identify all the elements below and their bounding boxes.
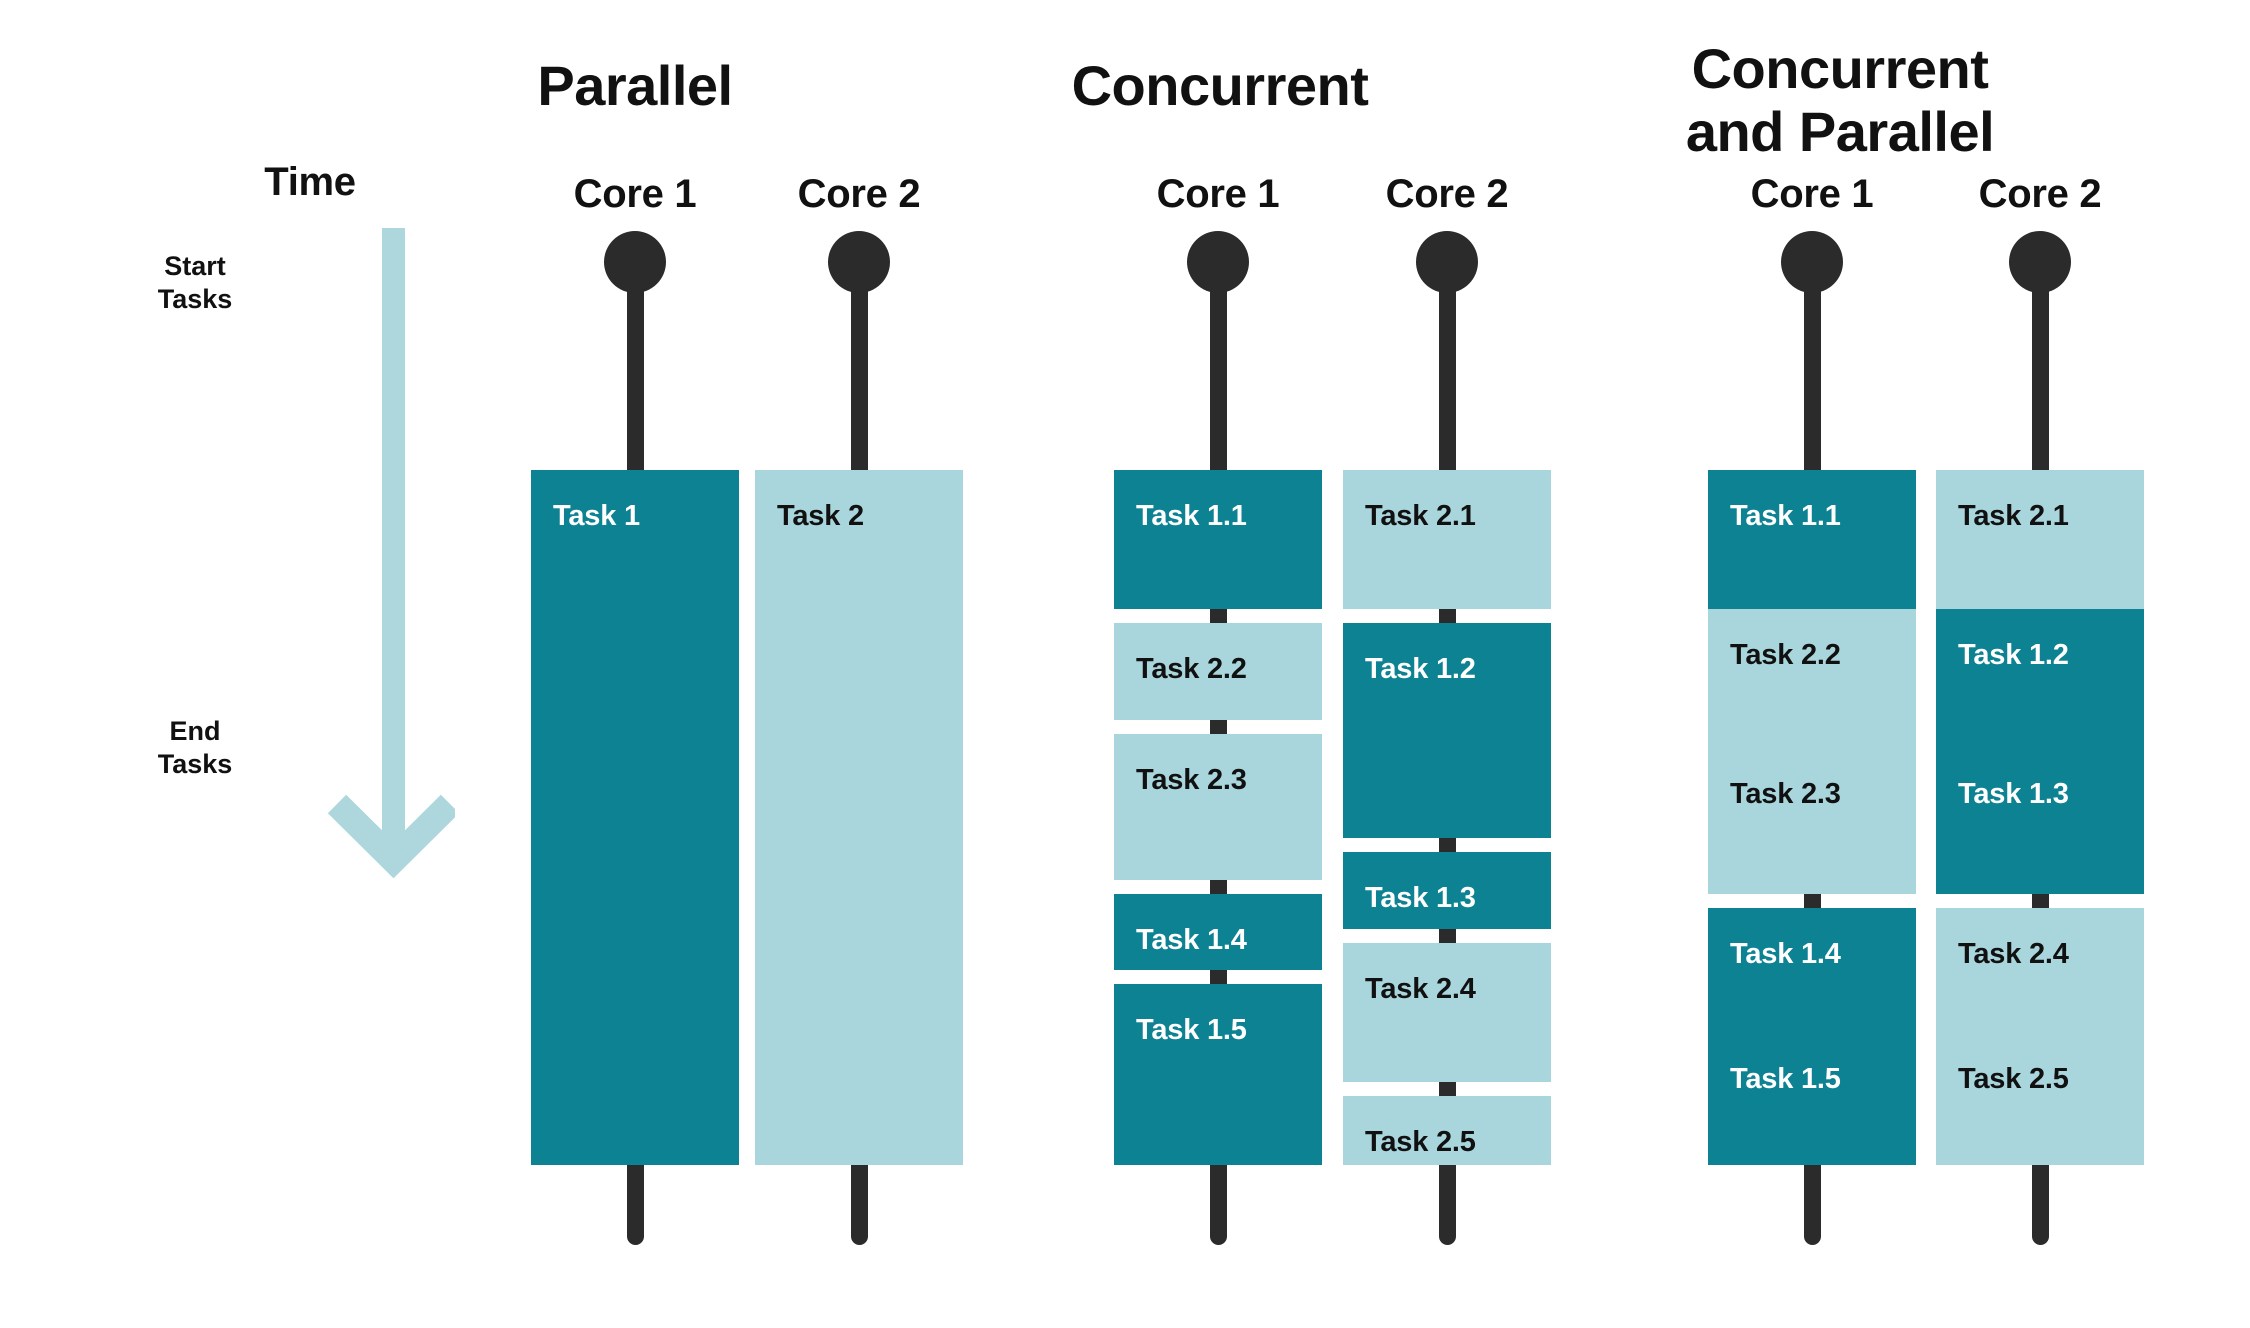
section-title-concurrent-and-parallel: Concurrent and Parallel — [1685, 37, 1995, 163]
task-block[interactable]: Task 1.1 — [1114, 470, 1322, 609]
core-node-icon — [1781, 231, 1843, 293]
core-label-concurrent-core-2: Core 2 — [1385, 172, 1509, 216]
core-node-icon — [1416, 231, 1478, 293]
core-node-icon — [2009, 231, 2071, 293]
task-block[interactable]: Task 1.3 — [1343, 852, 1551, 929]
section-title-parallel: Parallel — [537, 54, 733, 117]
task-label: Task 1.4 — [1730, 937, 1841, 970]
core-node-icon — [828, 231, 890, 293]
task-label: Task 2.5 — [1958, 1062, 2069, 1095]
task-label: Task 2.4 — [1958, 937, 2069, 970]
task-block[interactable]: Task 2 — [755, 470, 963, 1165]
task-label: Task 1.1 — [1136, 500, 1247, 532]
core-label-parallel-core-1: Core 1 — [573, 172, 697, 216]
task-label: Task 1.5 — [1730, 1062, 1841, 1095]
core-label-concurrent-core-1: Core 1 — [1156, 172, 1280, 216]
task-block[interactable]: Task 1.5 — [1114, 984, 1322, 1165]
task-block[interactable]: Task 2.5 — [1936, 1032, 2144, 1165]
task-label: Task 2 — [777, 500, 864, 532]
task-block[interactable]: Task 1 — [531, 470, 739, 1165]
end-tasks-label: End Tasks — [157, 716, 233, 779]
task-label: Task 1.2 — [1365, 652, 1476, 685]
task-label: Task 1.3 — [1365, 882, 1476, 915]
task-label: Task 1.3 — [1958, 778, 2069, 810]
task-label: Task 2.2 — [1136, 652, 1247, 685]
core-node-icon — [1187, 231, 1249, 293]
task-label: Task 1.1 — [1730, 500, 1841, 532]
task-block[interactable]: Task 1.4 — [1114, 893, 1322, 971]
task-label: Task 1.5 — [1136, 1014, 1247, 1047]
task-block[interactable]: Task 1.2 — [1936, 609, 2144, 748]
task-block[interactable]: Task 2.1 — [1343, 470, 1551, 609]
task-label: Task 1.4 — [1136, 923, 1247, 956]
task-label: Task 2.3 — [1136, 764, 1247, 797]
task-label: Task 2.3 — [1730, 778, 1841, 810]
core-label-concurrent-parallel-core-2: Core 2 — [1978, 172, 2102, 216]
task-block[interactable]: Task 1.5 — [1708, 1032, 1916, 1165]
task-block[interactable]: Task 1.3 — [1936, 748, 2144, 894]
task-block[interactable]: Task 2.2 — [1114, 622, 1322, 721]
task-label: Task 2.2 — [1730, 639, 1841, 671]
start-tasks-label: Start Tasks — [157, 251, 233, 314]
section-title-concurrent: Concurrent — [1071, 54, 1369, 117]
task-label: Task 2.4 — [1365, 972, 1476, 1005]
task-block[interactable]: Task 2.5 — [1343, 1095, 1551, 1165]
core-label-parallel-core-2: Core 2 — [797, 172, 921, 216]
task-block[interactable]: Task 2.2 — [1708, 609, 1916, 748]
task-label: Task 1.2 — [1958, 639, 2069, 671]
task-label: Task 2.1 — [1958, 500, 2069, 532]
core-node-icon — [604, 231, 666, 293]
task-block[interactable]: Task 1.2 — [1343, 622, 1551, 839]
task-label: Task 1 — [553, 500, 640, 532]
task-block[interactable]: Task 2.4 — [1936, 907, 2144, 1033]
task-block[interactable]: Task 2.3 — [1708, 748, 1916, 894]
task-block[interactable]: Task 1.1 — [1708, 470, 1916, 609]
core-label-concurrent-parallel-core-1: Core 1 — [1750, 172, 1874, 216]
task-label: Task 2.1 — [1365, 500, 1476, 532]
down-arrow-icon — [327, 228, 455, 878]
task-block[interactable]: Task 1.4 — [1708, 907, 1916, 1033]
task-block[interactable]: Task 2.4 — [1343, 942, 1551, 1082]
task-block[interactable]: Task 2.3 — [1114, 734, 1322, 881]
task-block[interactable]: Task 2.1 — [1936, 470, 2144, 609]
time-axis-title: Time — [264, 160, 356, 204]
task-label: Task 2.5 — [1365, 1125, 1476, 1158]
